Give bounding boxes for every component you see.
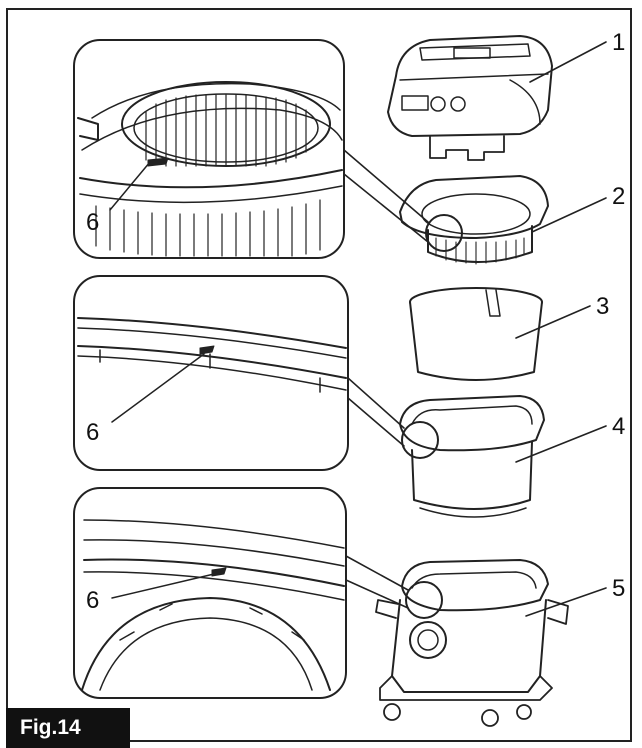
detail-panel-middle bbox=[73, 275, 349, 471]
callout-1: 1 bbox=[612, 29, 625, 56]
detail-panel-bottom bbox=[73, 487, 347, 699]
part-tank bbox=[375, 559, 569, 727]
callout-2: 2 bbox=[612, 183, 625, 210]
callout-5: 5 bbox=[612, 575, 625, 602]
part-sleeve bbox=[409, 287, 543, 381]
part-dust-bag bbox=[399, 395, 545, 518]
callout-3: 3 bbox=[596, 293, 609, 320]
part-filter bbox=[399, 175, 549, 265]
part-motor-head bbox=[387, 35, 553, 161]
detail-panel-top bbox=[73, 39, 345, 259]
zoom-connectors bbox=[343, 149, 429, 609]
callout-4: 4 bbox=[612, 413, 625, 440]
callout-6-bottom: 6 bbox=[86, 587, 99, 614]
callout-leaders bbox=[515, 41, 607, 617]
callout-6-middle: 6 bbox=[86, 419, 99, 446]
figure-label: Fig.14 bbox=[6, 708, 130, 748]
callout-6-top: 6 bbox=[86, 209, 99, 236]
